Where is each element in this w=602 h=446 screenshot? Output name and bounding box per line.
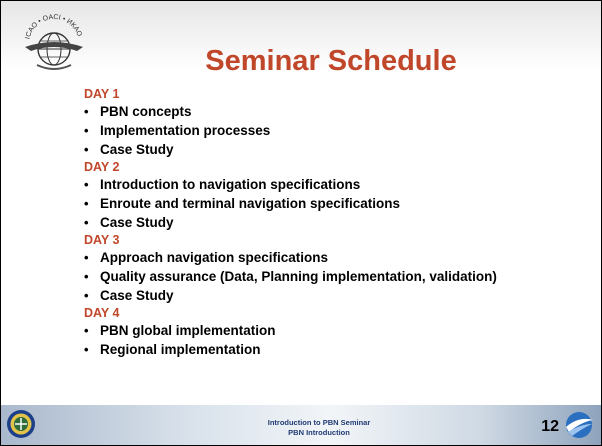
- schedule-item-text: Introduction to navigation specification…: [100, 177, 361, 192]
- bullet-icon: •: [84, 142, 89, 157]
- page-number: 12: [541, 418, 559, 435]
- schedule-item-text: PBN concepts: [100, 104, 192, 119]
- schedule-item: • Case Study: [84, 286, 591, 305]
- footer-bar: [1, 405, 601, 445]
- day-heading: DAY 4: [84, 306, 120, 320]
- day-heading: DAY 1: [84, 87, 120, 101]
- schedule-item: • Case Study: [84, 140, 591, 159]
- schedule-item: • Implementation processes: [84, 121, 591, 140]
- schedule-item: • Introduction to navigation specificatio…: [84, 175, 591, 194]
- day-heading: DAY 2: [84, 160, 120, 174]
- schedule-item: • Approach navigation specifications: [84, 248, 591, 267]
- schedule-item: • Enroute and terminal navigation specifi…: [84, 194, 591, 213]
- schedule-item-text: Regional implementation: [100, 342, 261, 357]
- day-heading: DAY 3: [84, 233, 120, 247]
- schedule-item-text: Case Study: [100, 215, 174, 230]
- schedule-item: • Regional implementation: [84, 340, 591, 359]
- bullet-icon: •: [84, 342, 89, 357]
- footer-line-2: PBN Introduction: [288, 428, 350, 437]
- schedule-item-text: Case Study: [100, 288, 174, 303]
- bullet-icon: •: [84, 196, 89, 211]
- svg-text:ICAO • OACI • ИКАО: ICAO • OACI • ИКАО: [25, 14, 83, 40]
- faa-seal-icon: [7, 410, 35, 438]
- bullet-icon: •: [84, 177, 89, 192]
- schedule-list: DAY 1 • PBN concepts • Implementation proces…: [81, 86, 591, 359]
- schedule-item-text: Case Study: [100, 142, 174, 157]
- slide-title: Seminar Schedule: [205, 45, 457, 77]
- icao-logo: ICAO • OACI • ИКАО: [25, 14, 83, 70]
- schedule-item-text: PBN global implementation: [100, 323, 276, 338]
- logo-text: ICAO • OACI • ИКАО: [25, 14, 83, 40]
- bullet-icon: •: [84, 123, 89, 138]
- footer-text: Introduction to PBN Seminar PBN Introduc…: [1, 418, 601, 438]
- schedule-item-text: Quality assurance (Data, Planning implem…: [100, 269, 497, 284]
- schedule-item-text: Enroute and terminal navigation specific…: [100, 196, 401, 211]
- swoosh-logo-icon: [566, 412, 593, 438]
- schedule-item: • PBN concepts: [84, 102, 591, 121]
- bullet-icon: •: [84, 288, 89, 303]
- schedule-item: • Quality assurance (Data, Planning imple…: [84, 267, 591, 286]
- schedule-item-text: Approach navigation specifications: [100, 250, 329, 265]
- bullet-icon: •: [84, 323, 89, 338]
- footer-line-1: Introduction to PBN Seminar: [267, 418, 371, 427]
- schedule-item: • PBN global implementation: [84, 321, 591, 340]
- bullet-icon: •: [84, 215, 89, 230]
- schedule-item-text: Implementation processes: [100, 123, 271, 138]
- bullet-icon: •: [84, 269, 89, 284]
- schedule-item: • Case Study: [84, 213, 591, 232]
- bullet-icon: •: [84, 250, 89, 265]
- bullet-icon: •: [84, 104, 89, 119]
